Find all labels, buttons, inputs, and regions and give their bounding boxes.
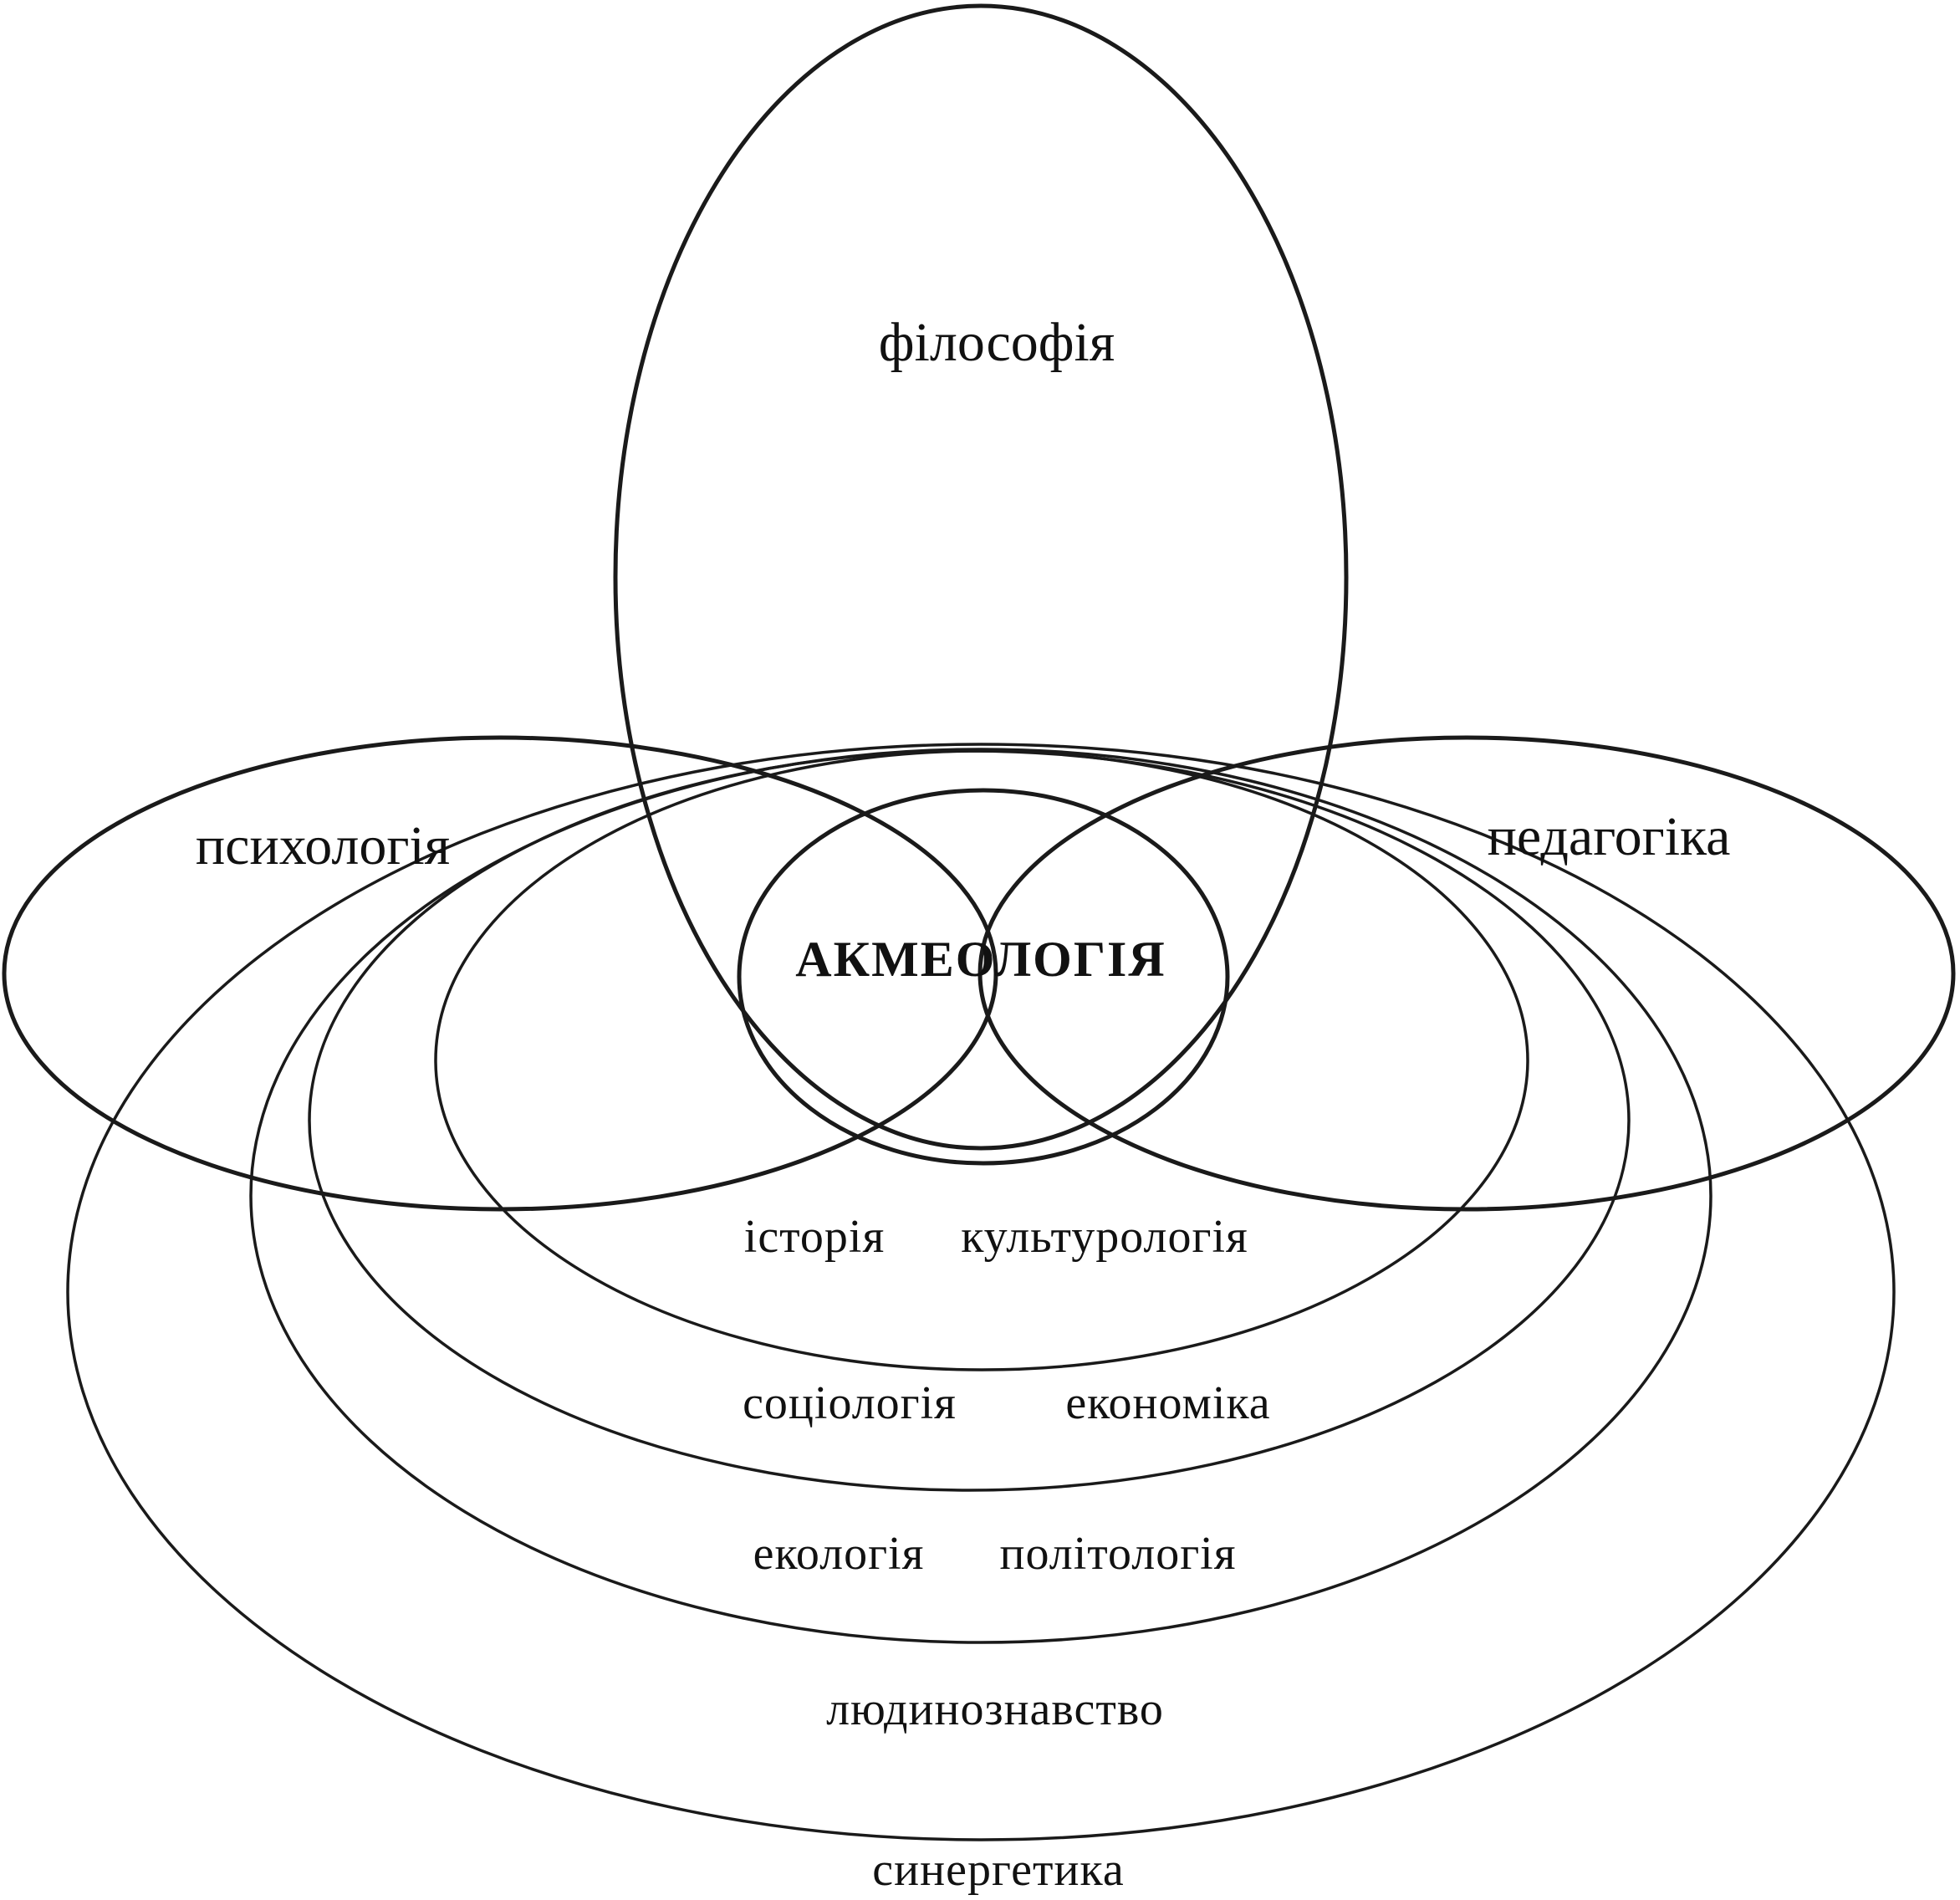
label-culturology: культурологія (961, 1211, 1248, 1263)
label-economics: економіка (1065, 1377, 1270, 1429)
label-philosophy: філософія (879, 312, 1115, 373)
synergetics-ellipse (66, 743, 1896, 1841)
history-culturology-ellipse (434, 749, 1529, 1371)
philosophy-ellipse (613, 3, 1349, 1151)
label-akmeology: АКМЕОЛОГІЯ (795, 932, 1166, 987)
pedagogy-ellipse (977, 735, 1956, 1212)
label-ecology: екологія (753, 1528, 925, 1580)
label-pedagogy: педагогіка (1488, 806, 1731, 867)
ecology-politology-ellipse (249, 748, 1712, 1644)
psychology-ellipse (2, 735, 998, 1212)
label-sociology: соціологія (743, 1377, 957, 1429)
akmeology-core-ellipse (737, 788, 1230, 1166)
label-human-studies: людинознавство (826, 1683, 1164, 1735)
label-psychology: психологія (196, 815, 450, 876)
label-synergetics: синергетика (872, 1844, 1124, 1896)
label-history: історія (744, 1211, 885, 1263)
label-politology: політологія (1000, 1528, 1237, 1580)
sociology-economics-ellipse (308, 749, 1631, 1492)
